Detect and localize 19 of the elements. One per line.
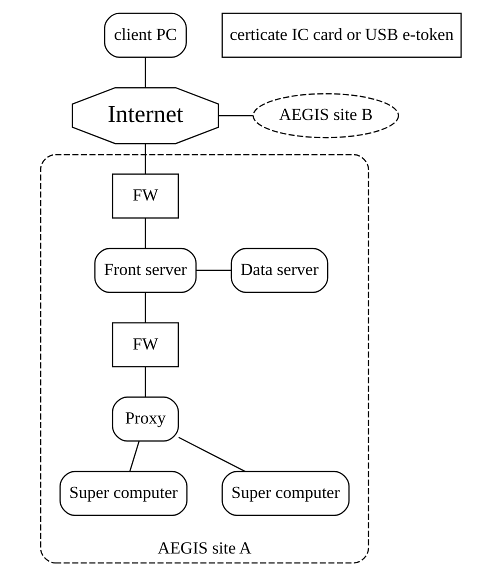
- node-ellipse: AEGIS site B: [252, 93, 399, 138]
- node-box: Proxy: [111, 396, 178, 442]
- node-box: Data server: [230, 248, 328, 293]
- connector: [144, 57, 146, 88]
- node-box: Super computer: [221, 470, 350, 516]
- node-box: certicate IC card or USB e-token: [221, 12, 462, 58]
- connector: [144, 144, 146, 174]
- connector: [144, 218, 146, 248]
- node-box: Super computer: [59, 470, 187, 516]
- node-box: Front server: [94, 248, 196, 293]
- connector: [144, 292, 146, 323]
- connector: [178, 436, 245, 472]
- connector: [196, 270, 231, 272]
- connector: [218, 115, 252, 116]
- connector: [128, 440, 140, 472]
- connector: [144, 366, 146, 397]
- node-box: FW: [111, 174, 178, 219]
- node-box: client PC: [104, 12, 186, 58]
- node-box: FW: [111, 322, 178, 368]
